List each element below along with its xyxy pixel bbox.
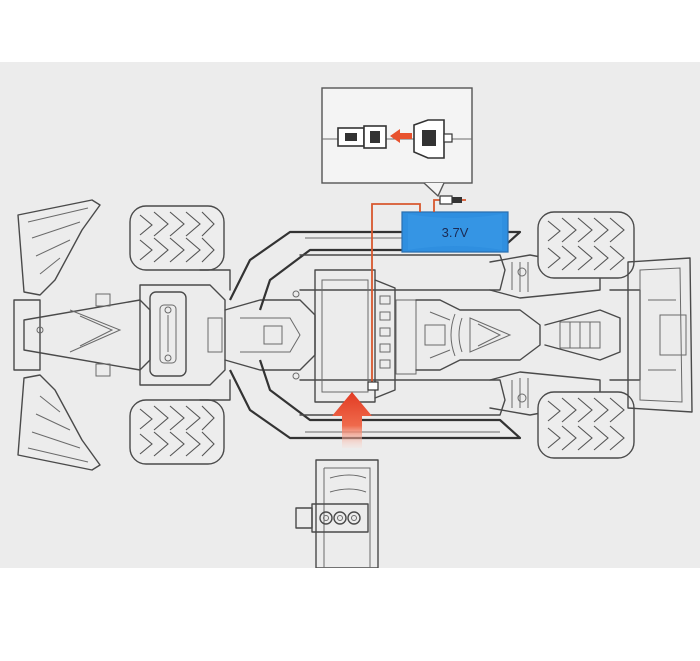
rear-left-tire	[537, 211, 635, 279]
male-plug-icon	[337, 125, 387, 149]
front-right-tire	[129, 399, 225, 465]
battery-pack: 3.7V	[401, 211, 509, 253]
battery-bay	[314, 269, 417, 403]
female-plug-icon	[413, 119, 453, 159]
battery-voltage-label: 3.7V	[442, 225, 469, 240]
front-left-tire	[129, 205, 225, 271]
front-suspension	[139, 269, 316, 401]
insertion-arrow-icon	[390, 129, 412, 143]
rear-gearbox	[544, 289, 641, 381]
battery-cover	[295, 459, 379, 568]
bay-connector-icon	[367, 381, 379, 391]
rear-wing	[627, 257, 693, 413]
center-deck	[415, 299, 541, 371]
assembly-diagram: 3.7V	[13, 87, 693, 568]
battery-wiring	[367, 195, 466, 391]
wire-plug-icon	[439, 195, 453, 205]
insert-battery-arrow-icon	[332, 392, 372, 448]
rear-right-tire	[537, 391, 635, 459]
connector-callout	[321, 87, 473, 198]
diagram-page: 3.7V	[0, 62, 700, 568]
